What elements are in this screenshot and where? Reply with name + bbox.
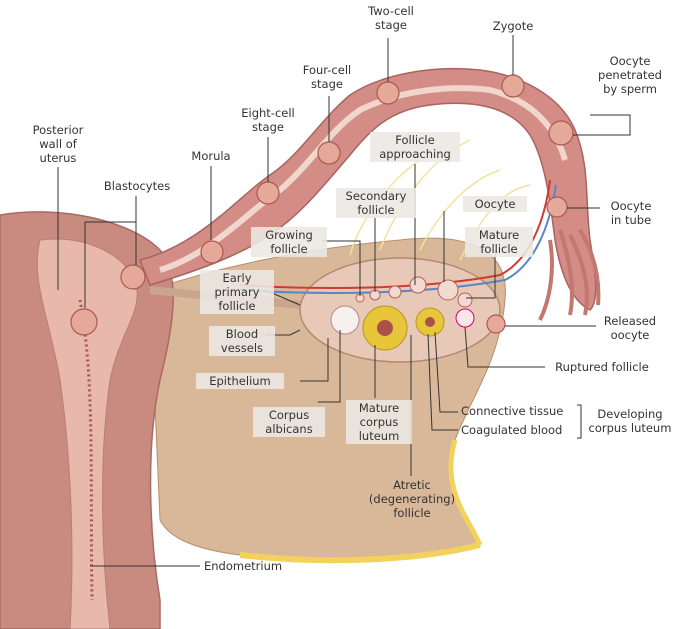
fat-border: [239, 542, 481, 564]
label-early-primary-follicle: Early primary follicle: [200, 270, 274, 314]
endometrium-layer: [78, 299, 94, 601]
label-released-oocyte: Released oocyte: [603, 314, 657, 342]
embryo-stages: [70, 74, 574, 336]
label-mature-corpus-luteum: Mature corpus luteum: [346, 400, 412, 444]
fimbriae: [538, 228, 601, 321]
label-oocyte-in-tube: Oocyte in tube: [610, 199, 652, 227]
label-epithelium: Epithelium: [196, 373, 284, 389]
label-morula: Morula: [191, 149, 231, 163]
label-oocyte-penetrated-by-sperm: Oocyte penetrated by sperm: [598, 54, 662, 96]
label-secondary-follicle: Secondary follicle: [336, 188, 416, 218]
leader-lines: [57, 35, 631, 567]
fallopian-tube: [138, 67, 597, 311]
label-follicle-approaching: Follicle approaching: [370, 132, 460, 162]
label-atretic-follicle: Atretic (degenerating) follicle: [368, 478, 456, 520]
label-blastocytes: Blastocytes: [103, 179, 171, 193]
label-oocyte: Oocyte: [463, 196, 527, 212]
label-developing-corpus-luteum: Developing corpus luteum: [588, 407, 672, 435]
tube-lumen: [159, 85, 568, 273]
ruptured-follicle-mark: [455, 308, 475, 328]
fat-border-side: [448, 439, 483, 546]
label-growing-follicle: Growing follicle: [251, 227, 327, 257]
label-coagulated-blood: Coagulated blood: [461, 423, 563, 437]
label-blood-vessels: Blood vessels: [209, 326, 275, 356]
label-corpus-albicans: Corpus albicans: [253, 407, 325, 437]
label-zygote: Zygote: [492, 19, 534, 33]
label-ruptured-follicle: Ruptured follicle: [555, 360, 649, 374]
label-endometrium: Endometrium: [204, 559, 283, 573]
label-two-cell-stage: Two-cell stage: [368, 4, 414, 32]
developing-corpus-luteum-core: [425, 317, 435, 327]
corpus-albicans-mark: [330, 305, 360, 335]
label-connective-tissue: Connective tissue: [461, 404, 564, 418]
label-eight-cell-stage: Eight-cell stage: [241, 106, 295, 134]
mature-corpus-luteum-core: [377, 320, 393, 336]
label-posterior-wall-of-uterus: Posterior wall of uterus: [32, 123, 84, 165]
label-mature-follicle: Mature follicle: [465, 227, 533, 257]
label-four-cell-stage: Four-cell stage: [302, 63, 352, 91]
ovarian-vessels: [239, 179, 557, 294]
